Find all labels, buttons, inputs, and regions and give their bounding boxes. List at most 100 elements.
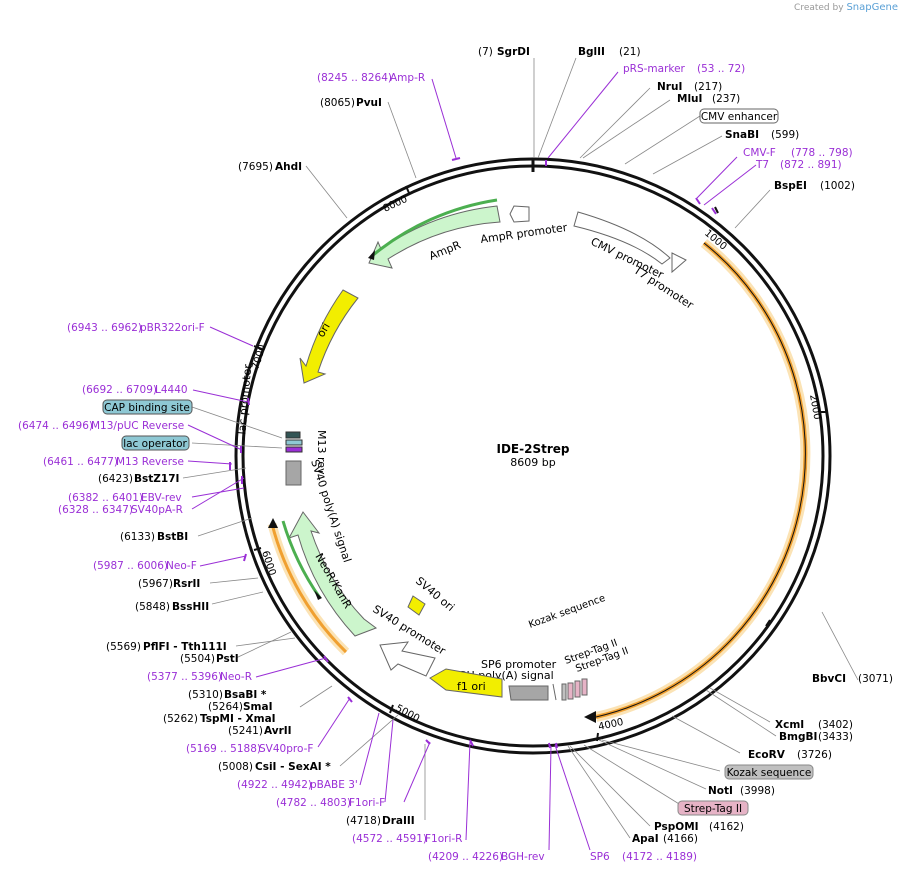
primer-label[interactable]: pBABE 3' — [310, 779, 358, 791]
small-orf-arc[interactable] — [270, 523, 348, 654]
enzyme-position: (5569) — [106, 641, 141, 653]
primer-label[interactable]: M13/pUC Reverse — [91, 420, 184, 432]
enzyme-label[interactable]: PvuI — [356, 97, 382, 109]
enzyme-label[interactable]: EcoRV — [748, 749, 786, 761]
enzyme-position: (7) — [478, 46, 493, 58]
enzyme-label[interactable]: ApaI — [632, 833, 659, 845]
enzyme-label[interactable]: SgrDI — [497, 46, 530, 58]
primer-label[interactable]: Amp-R — [390, 72, 425, 84]
enzyme-label[interactable]: BstBI — [157, 531, 188, 543]
ide-orf-outline — [595, 242, 806, 718]
lac-operator-box[interactable] — [121, 435, 190, 451]
enzyme-label[interactable]: RsrII — [173, 578, 200, 590]
enzyme-label[interactable]: NotI — [708, 785, 733, 797]
enzyme-position: (5310) — [188, 689, 223, 701]
lac-operator-block[interactable] — [285, 439, 303, 446]
enzyme-label[interactable]: NruI — [657, 81, 682, 93]
enzyme-position: (237) — [712, 93, 740, 105]
tick-mark — [253, 345, 263, 350]
enzyme-label[interactable]: BsaBI * — [224, 689, 267, 701]
lac-promoter-block[interactable] — [285, 431, 301, 439]
ide-orf-arc[interactable] — [595, 241, 808, 719]
credit-prefix: Created by — [794, 3, 844, 13]
primer-label[interactable]: M13 Reverse — [116, 456, 184, 468]
primer-label[interactable]: CMV-F — [743, 147, 776, 159]
strep-tag-block[interactable] — [581, 678, 588, 696]
enzyme-label[interactable]: BglII — [578, 46, 605, 58]
m13-rev-block[interactable] — [285, 446, 303, 453]
primer-position: (4782 .. 4803) — [276, 797, 351, 809]
primer-label[interactable]: L4440 — [155, 384, 188, 396]
feature-box-label: Strep-Tag II — [684, 803, 742, 815]
primer-label[interactable]: Neo-F — [166, 560, 197, 572]
tick-mark — [253, 547, 262, 551]
m13-rev-label: M13 rev — [315, 430, 328, 475]
ide-orf-glow — [594, 239, 811, 722]
primer-label[interactable]: pBR322ori-F — [140, 322, 205, 334]
cmv-enhancer-box[interactable] — [699, 108, 779, 124]
primer-label[interactable]: BGH-rev — [501, 851, 545, 863]
strep-tag-block[interactable] — [567, 682, 574, 700]
enzyme-position: (5504) — [180, 653, 215, 665]
bgh-polya-block[interactable] — [508, 685, 549, 701]
enzyme-position: (5008) — [218, 761, 253, 773]
strep-tag-box[interactable] — [677, 800, 749, 816]
feature-box-label: lac operator — [123, 438, 187, 450]
ampr-promoter-label: AmpR promoter — [480, 221, 569, 246]
f1-ori-arrow[interactable] — [429, 668, 503, 698]
ampr-promoter-arrow[interactable] — [509, 205, 530, 223]
neor-kanr-arrow[interactable] — [287, 511, 378, 637]
enzyme-label[interactable]: XcmI — [775, 719, 804, 731]
sv40-ori-block[interactable] — [407, 595, 426, 616]
enzyme-label[interactable]: BmgBI — [779, 731, 817, 743]
primer-label[interactable]: F1ori-F — [349, 797, 385, 809]
enzyme-position: (8065) — [320, 97, 355, 109]
enzyme-label[interactable]: SmaI — [243, 701, 273, 713]
primer-label[interactable]: SV40pro-F — [259, 743, 313, 755]
primer-label[interactable]: SV40pA-R — [131, 504, 183, 516]
enzyme-label[interactable]: BbvCI — [812, 673, 846, 685]
enzyme-label[interactable]: BspEI — [774, 180, 807, 192]
t7-promoter-arrow[interactable] — [671, 252, 687, 274]
enzyme-label[interactable]: PflFI - Tth111I — [143, 641, 227, 653]
sv40-polya-block[interactable] — [285, 460, 302, 486]
enzyme-label[interactable]: BstZ17I — [134, 473, 179, 485]
primer-markers — [229, 157, 717, 749]
primer-label[interactable]: F1ori-R — [425, 833, 462, 845]
sv40-promoter-arrow[interactable] — [379, 641, 436, 677]
neor-highlight-arrowhead — [314, 590, 322, 600]
label-group: (7) SgrDI BglII (21) pRS-marker (53 .. 7… — [18, 46, 893, 863]
cap-binding-site-box[interactable] — [102, 399, 193, 415]
enzyme-label[interactable]: AvrII — [264, 725, 292, 737]
enzyme-position: (3433) — [818, 731, 853, 743]
enzyme-position: (599) — [771, 129, 799, 141]
lac-promoter-label: lac promoter — [235, 363, 254, 435]
enzyme-label[interactable]: TspMI - XmaI — [200, 713, 276, 725]
kozak-sequence-box[interactable] — [724, 764, 814, 780]
enzyme-position: (3998) — [740, 785, 775, 797]
kozak-sequence-block[interactable] — [561, 683, 567, 701]
strep-tag-block[interactable] — [574, 680, 581, 698]
ampr-arrow[interactable] — [368, 205, 501, 269]
enzyme-label[interactable]: DraIII — [382, 815, 415, 827]
ori-arrow[interactable] — [299, 289, 359, 384]
enzyme-label[interactable]: MluI — [677, 93, 702, 105]
enzyme-position: (4166) — [663, 833, 698, 845]
tick-label: 4000 — [597, 717, 624, 733]
primer-position: (6328 .. 6347) — [58, 504, 133, 516]
primer-label[interactable]: T7 — [755, 159, 769, 171]
primer-label[interactable]: SP6 — [590, 851, 610, 863]
primer-label[interactable]: Neo-R — [220, 671, 252, 683]
snapgene-logo: SnapGene — [846, 2, 898, 13]
enzyme-label[interactable]: CsiI - SexAI * — [255, 761, 331, 773]
primer-label[interactable]: pRS-marker — [623, 63, 686, 75]
cmv-promoter-arrow[interactable] — [573, 211, 671, 265]
enzyme-label[interactable]: PstI — [216, 653, 239, 665]
tick-label: 2000 — [807, 394, 822, 421]
enzyme-label[interactable]: AhdI — [275, 161, 302, 173]
enzyme-label[interactable]: SnaBI — [725, 129, 759, 141]
enzyme-label[interactable]: PspOMI — [654, 821, 699, 833]
primer-label[interactable]: EBV-rev — [141, 492, 182, 504]
primer-lines — [187, 71, 757, 851]
enzyme-label[interactable]: BssHII — [172, 601, 209, 613]
